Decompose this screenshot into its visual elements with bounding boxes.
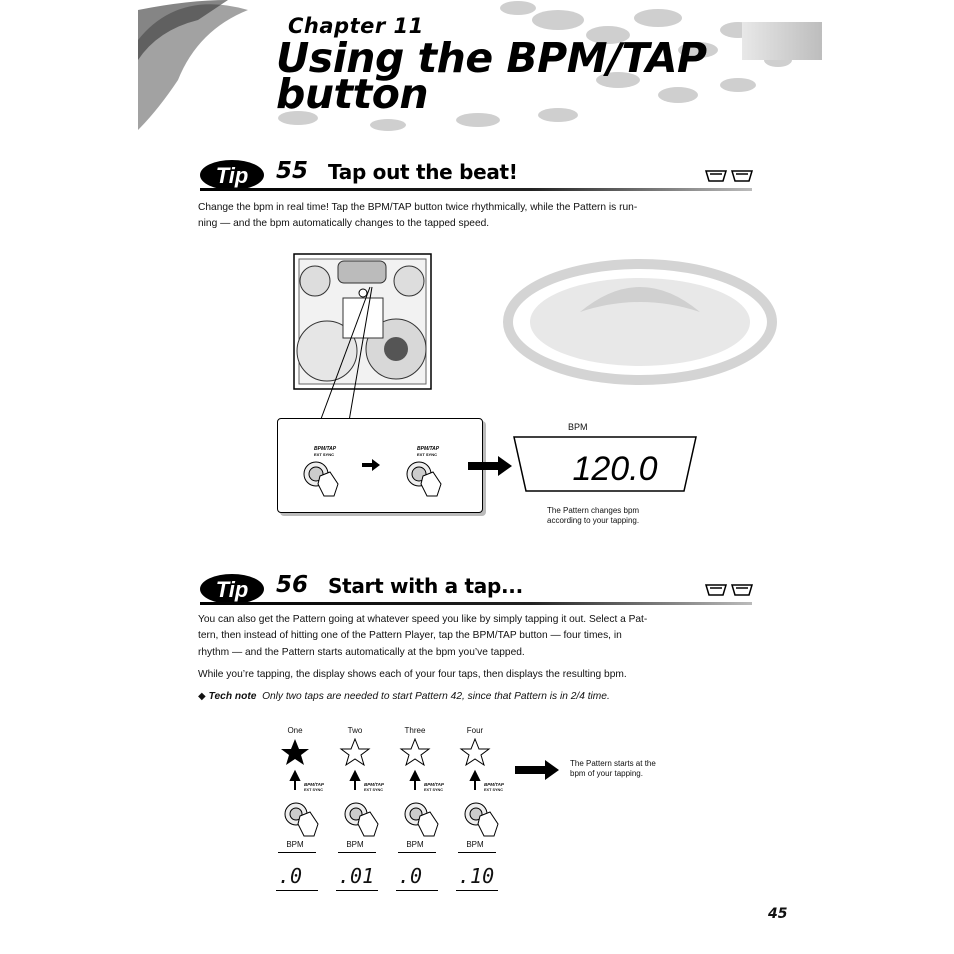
bpm-tap-button-1[interactable]: BPM/TAP EXT SYNC: [290, 440, 360, 500]
arrow-up-icon: [289, 769, 481, 790]
button-label-top: BPM/TAP: [484, 782, 504, 787]
figure1-caption-line1: The Pattern changes bpm: [547, 506, 640, 515]
star-outline-icon: [339, 738, 371, 767]
button-label-bottom: EXT SYNC: [304, 788, 323, 792]
bpm-divider: [278, 852, 316, 853]
tip-55-badge: Tip: [198, 158, 266, 197]
page-title-line1: Using the BPM/TAP: [276, 34, 707, 82]
page-title: Using the BPM/TAP button: [276, 34, 707, 118]
tip-56-badge: Tip: [198, 572, 266, 611]
figure1-caption: The Pattern changes bpm according to you…: [547, 506, 639, 525]
button-label-bottom: EXT SYNC: [364, 788, 383, 792]
tap-label-four: Four: [466, 726, 484, 735]
tip-56-rule: [200, 602, 752, 605]
tap-stars-and-buttons: [281, 738, 499, 837]
tech-note-text: Only two taps are needed to start Patter…: [262, 691, 610, 702]
button-label-top: BPM/TAP: [424, 782, 444, 787]
button-label-bottom: EXT SYNC: [314, 452, 334, 457]
tip-55-number: 55: [276, 158, 309, 184]
arrow-right-small-icon: [362, 459, 380, 471]
chapter-label: Chapter 11: [288, 14, 424, 38]
tip-55-badge-text: Tip: [216, 163, 249, 188]
page-title-line2: button: [276, 70, 429, 118]
tab-marker: [742, 22, 822, 60]
figure2-caption: The Pattern starts at the bpm of your ta…: [570, 759, 656, 778]
tap-display-2: .01: [338, 864, 375, 888]
tech-note: ◆ Tech note Only two taps are needed to …: [198, 689, 678, 705]
tip-56-text: You can also get the Pattern going at wh…: [198, 612, 668, 661]
drum-icon: [704, 584, 754, 596]
tip-56-text-line1: You can also get the Pattern going at wh…: [198, 614, 648, 625]
tap-display-3: .0: [398, 864, 423, 888]
tire-decoration: [503, 259, 777, 385]
figure2-caption-line1: The Pattern starts at the: [570, 759, 656, 768]
button-label-bottom: EXT SYNC: [417, 452, 437, 457]
bpm-divider: [398, 852, 436, 853]
tip-56-title: Start with a tap...: [328, 574, 523, 598]
button-label-bottom: EXT SYNC: [424, 788, 443, 792]
tech-note-label: Tech note: [208, 691, 257, 702]
tip-55-text-line1: Change the bpm in real time! Tap the BPM…: [198, 202, 638, 213]
display-underline: [336, 890, 378, 891]
star-outline-icon: [459, 738, 491, 767]
tip-56-text-line2: tern, then instead of hitting one of the…: [198, 630, 622, 642]
display-value: 120.0: [572, 450, 657, 488]
tap-label-three: Three: [404, 726, 426, 735]
tip-55-text-line2: ning — and the bpm automatically changes…: [198, 218, 490, 230]
bpm-label-4: BPM: [466, 840, 484, 849]
display-underline: [456, 890, 498, 891]
bpm-divider: [338, 852, 376, 853]
display-underline: [396, 890, 438, 891]
tip-56-badge-text: Tip: [216, 577, 249, 602]
tip-55-rule: [200, 188, 752, 191]
button-label-top: BPM/TAP: [364, 782, 384, 787]
bpm-label-2: BPM: [346, 840, 364, 849]
button-label-top: BPM/TAP: [417, 446, 440, 452]
drum-icon: [704, 170, 754, 182]
bpm-label-1: BPM: [286, 840, 304, 849]
tap-display-1: .0: [278, 864, 303, 888]
arrow-right-large-icon: [468, 456, 512, 476]
figure2-caption-line2: bpm of your tapping.: [570, 768, 643, 778]
tap-label-one: One: [287, 726, 303, 735]
display-bpm-label: BPM: [568, 422, 588, 432]
figure1-caption-line2: according to your tapping.: [547, 515, 640, 525]
tap-label-two: Two: [347, 726, 363, 735]
button-label-bottom: EXT SYNC: [484, 788, 503, 792]
tip-56-text-line4: While you’re tapping, the display shows …: [198, 669, 627, 680]
bpm-display: 120.0: [513, 436, 697, 492]
callout-lines: [317, 286, 373, 428]
tech-note-bullet-icon: ◆: [198, 691, 209, 702]
tap-sequence-figure: One Two Three Four BPM/TAP BPM/TAP BPM/T…: [272, 724, 512, 894]
tip-55-text: Change the bpm in real time! Tap the BPM…: [198, 200, 668, 233]
button-label-top: BPM/TAP: [304, 782, 324, 787]
star-outline-icon: [399, 738, 431, 767]
tap-display-4: .10: [458, 864, 495, 888]
device-illustration: [293, 253, 432, 390]
bpm-label-3: BPM: [406, 840, 424, 849]
star-filled-icon: [281, 739, 309, 765]
tip-56-text-line3: rhythm — and the Pattern starts automati…: [198, 646, 525, 658]
bpm-divider: [458, 852, 496, 853]
tip-56-number: 56: [276, 572, 309, 598]
bpm-tap-button-2[interactable]: BPM/TAP EXT SYNC: [393, 440, 463, 500]
tip-55-title: Tap out the beat!: [328, 160, 518, 184]
page-number: 45: [768, 906, 788, 922]
display-underline: [276, 890, 318, 891]
header-decoration: [138, 0, 792, 131]
bpm-tap-button-small: [284, 802, 499, 837]
button-label-top: BPM/TAP: [314, 446, 337, 452]
arrow-right-large-icon: [515, 760, 559, 780]
